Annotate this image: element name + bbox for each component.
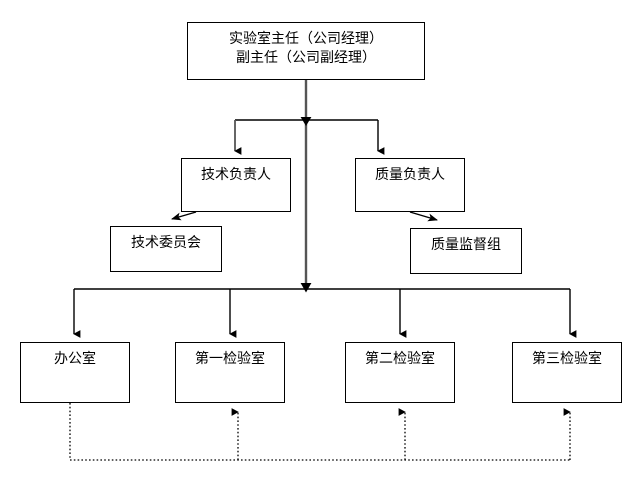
node-tech-lead[interactable]: 技术负责人: [181, 158, 291, 212]
node-quality-lead-label: 质量负责人: [375, 167, 445, 183]
node-tech-lead-label: 技术负责人: [201, 167, 271, 183]
node-tech-committee[interactable]: 技术委员会: [110, 226, 222, 272]
node-lab-1-label: 第一检验室: [195, 351, 265, 367]
node-quality-lead[interactable]: 质量负责人: [355, 158, 465, 212]
node-director[interactable]: 实验室主任（公司经理） 副主任（公司副经理）: [187, 22, 425, 80]
node-office-label: 办公室: [54, 351, 96, 367]
arrowhead-trunk-at-level2: [300, 117, 312, 126]
node-quality-supervision[interactable]: 质量监督组: [410, 228, 522, 274]
node-lab-3[interactable]: 第三检验室: [512, 342, 622, 403]
node-office[interactable]: 办公室: [20, 342, 130, 403]
node-lab-2[interactable]: 第二检验室: [345, 342, 455, 403]
node-director-label-line1: 实验室主任（公司经理）: [229, 31, 383, 47]
node-lab-3-label: 第三检验室: [532, 351, 602, 367]
connector-quality-lead-to-supervision: [409, 211, 438, 222]
node-lab-2-label: 第二检验室: [365, 351, 435, 367]
node-quality-supervision-label: 质量监督组: [431, 237, 501, 253]
connector-tech-lead-to-committee: [171, 211, 197, 221]
node-director-label-line2: 副主任（公司副经理）: [236, 50, 376, 66]
arrowhead-trunk-at-level4-bus: [300, 283, 312, 293]
node-tech-committee-label: 技术委员会: [131, 235, 201, 251]
node-lab-1[interactable]: 第一检验室: [175, 342, 285, 403]
